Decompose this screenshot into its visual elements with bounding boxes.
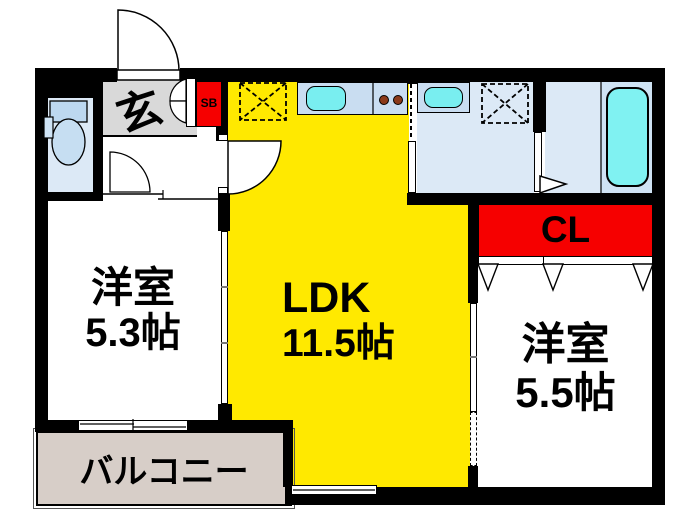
bedroom-left-size: 5.3帖 xyxy=(85,311,181,356)
wall-ldk-bedroom-right-bottom xyxy=(468,466,478,487)
entrance-door-swing-icon xyxy=(117,9,180,72)
wall-shoebox-right xyxy=(221,78,228,128)
closet-door-v-icon xyxy=(541,263,565,292)
bedroom-right-room xyxy=(478,263,653,487)
washing-machine-space-icon xyxy=(481,83,529,124)
stove-icon xyxy=(393,95,403,105)
ldk-name: LDK xyxy=(282,274,371,322)
entrance-door-leaf xyxy=(116,69,181,81)
bedroom-left-room xyxy=(48,200,218,420)
bedroom-left-label: 洋室 5.3帖 xyxy=(48,264,218,356)
closet-door-v-icon xyxy=(631,263,655,292)
wall-toilet-top xyxy=(35,82,97,98)
wall-ldk-bedroom-right-top xyxy=(468,195,478,303)
shoebox-door-swing-bottom-icon xyxy=(169,100,187,124)
bedroom-right-name: 洋室 xyxy=(521,320,610,369)
door-bathroom-entry xyxy=(534,132,542,192)
wall-ldk-bottom-left-post xyxy=(283,420,293,487)
wall-toilet-right xyxy=(93,80,103,195)
refrigerator-space-icon xyxy=(239,82,287,121)
balcony-area: バルコニー xyxy=(33,428,295,509)
washbasin-icon xyxy=(424,87,463,108)
wall-kitchen-washroom-joint xyxy=(407,68,417,84)
wall-bedroom-left-post-bottom xyxy=(218,404,232,432)
toilet-washlet-icon xyxy=(43,116,54,139)
bedroom-right-label: 洋室 5.5帖 xyxy=(478,320,653,416)
wall-washroom-bathroom xyxy=(533,68,546,132)
wall-right xyxy=(652,68,665,505)
closet: CL xyxy=(478,203,653,257)
kitchen-sink-icon xyxy=(306,86,346,111)
shoe-box-label: SB xyxy=(200,95,218,110)
hall-bedroom-partition xyxy=(97,192,222,201)
closet-door-v-icon xyxy=(476,263,500,292)
door-washroom-entry xyxy=(408,141,416,193)
bathtub-icon xyxy=(606,87,649,187)
wall-bedroom-left-post-top xyxy=(218,193,230,231)
balcony-label: バルコニー xyxy=(79,453,249,491)
bedroom-right-size: 5.5帖 xyxy=(515,369,616,417)
ldk-door-jamb-top xyxy=(218,134,228,141)
closet-door-track-divider xyxy=(543,256,544,265)
wall-bottom-main xyxy=(285,487,665,505)
wall-left xyxy=(35,68,48,432)
ldk-door-swing-icon xyxy=(227,140,282,195)
bedroom-left-name: 洋室 xyxy=(90,264,175,311)
wall-top-left xyxy=(35,68,117,82)
stove-icon xyxy=(379,95,389,105)
sliding-door-bedroom-right-track xyxy=(470,412,477,466)
toilet-icon xyxy=(51,118,86,166)
closet-door-track xyxy=(478,256,653,265)
wall-toilet-bottom xyxy=(35,192,103,201)
toilet-door-swing-icon xyxy=(109,151,151,193)
closet-label: CL xyxy=(540,209,591,250)
ldk-size: 11.5帖 xyxy=(282,322,395,366)
bathroom-door-arrow-icon xyxy=(539,174,569,195)
sliding-door-bedroom-left xyxy=(221,231,228,404)
shoebox-door-swing-top-icon xyxy=(169,78,187,102)
ldk-room-extension xyxy=(408,203,470,487)
ldk-label: LDK 11.5帖 xyxy=(282,274,395,366)
